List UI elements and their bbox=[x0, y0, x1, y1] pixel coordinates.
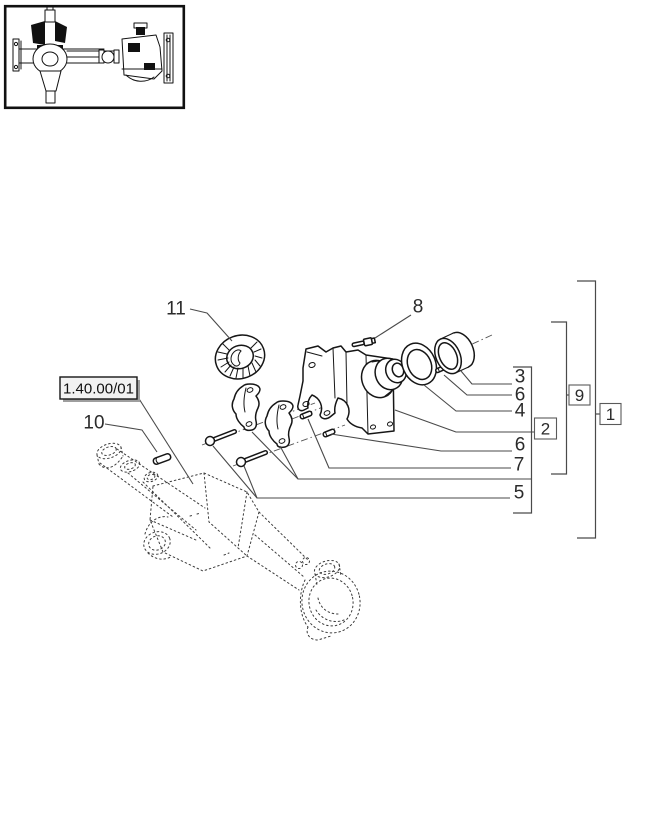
assembly-label-1[interactable]: 1 bbox=[599, 402, 622, 426]
bolt-8-drawing bbox=[351, 337, 377, 348]
bearing-cap-drawing bbox=[231, 383, 261, 432]
roll-pin-6-drawing bbox=[322, 428, 336, 438]
bracket-assembly-9 bbox=[551, 321, 568, 475]
dowel-pin-drawing bbox=[152, 453, 172, 465]
reference-code-frame bbox=[59, 376, 138, 400]
reference-code-box[interactable]: 1.40.00/01 bbox=[59, 376, 140, 402]
assembly-label-2-text: 2 bbox=[541, 420, 550, 439]
reference-code-text: 1.40.00/01 bbox=[63, 381, 134, 398]
callout-labels: 11 8 3 6 4 6 7 5 10 2 9 1 1.40.00/01 bbox=[59, 297, 622, 504]
support-housing-drawing bbox=[297, 345, 408, 435]
seal-ring-drawing bbox=[400, 342, 438, 386]
bearing-rib-hatching bbox=[217, 341, 263, 379]
axle-housing-phantom-drawing bbox=[96, 442, 361, 641]
needle-bearing-drawing bbox=[214, 334, 266, 380]
assembly-label-2[interactable]: 2 bbox=[533, 417, 558, 440]
roll-pin-7-drawing bbox=[299, 410, 313, 420]
callout-8: 8 bbox=[413, 297, 424, 318]
assembly-label-1-text: 1 bbox=[606, 405, 615, 424]
cap-bolt-drawing bbox=[204, 429, 238, 447]
bracket-assembly-2 bbox=[513, 366, 533, 514]
front-axle-sectional-drawing-icon bbox=[12, 6, 174, 104]
cap-bolt-drawing bbox=[235, 450, 269, 468]
callout-6-upper: 6 bbox=[515, 385, 526, 406]
callout-7: 7 bbox=[514, 455, 525, 476]
callout-10: 10 bbox=[83, 413, 104, 434]
housing-hub-drawing bbox=[360, 357, 408, 399]
axle-overview-thumbnail bbox=[3, 4, 186, 110]
callout-11: 11 bbox=[166, 299, 186, 320]
callout-3: 3 bbox=[515, 367, 526, 388]
bracket-assembly-1 bbox=[577, 280, 597, 539]
callout-5: 5 bbox=[514, 483, 525, 504]
assembly-label-9-text: 9 bbox=[575, 386, 584, 405]
callout-4: 4 bbox=[515, 401, 526, 422]
assembly-label-9[interactable]: 9 bbox=[568, 384, 591, 406]
assembly-brackets bbox=[513, 280, 600, 539]
bearing-cap-drawing bbox=[264, 400, 294, 449]
callout-6-lower: 6 bbox=[515, 435, 526, 456]
bushing-drawing bbox=[433, 331, 476, 375]
leader-lines bbox=[104, 308, 534, 499]
